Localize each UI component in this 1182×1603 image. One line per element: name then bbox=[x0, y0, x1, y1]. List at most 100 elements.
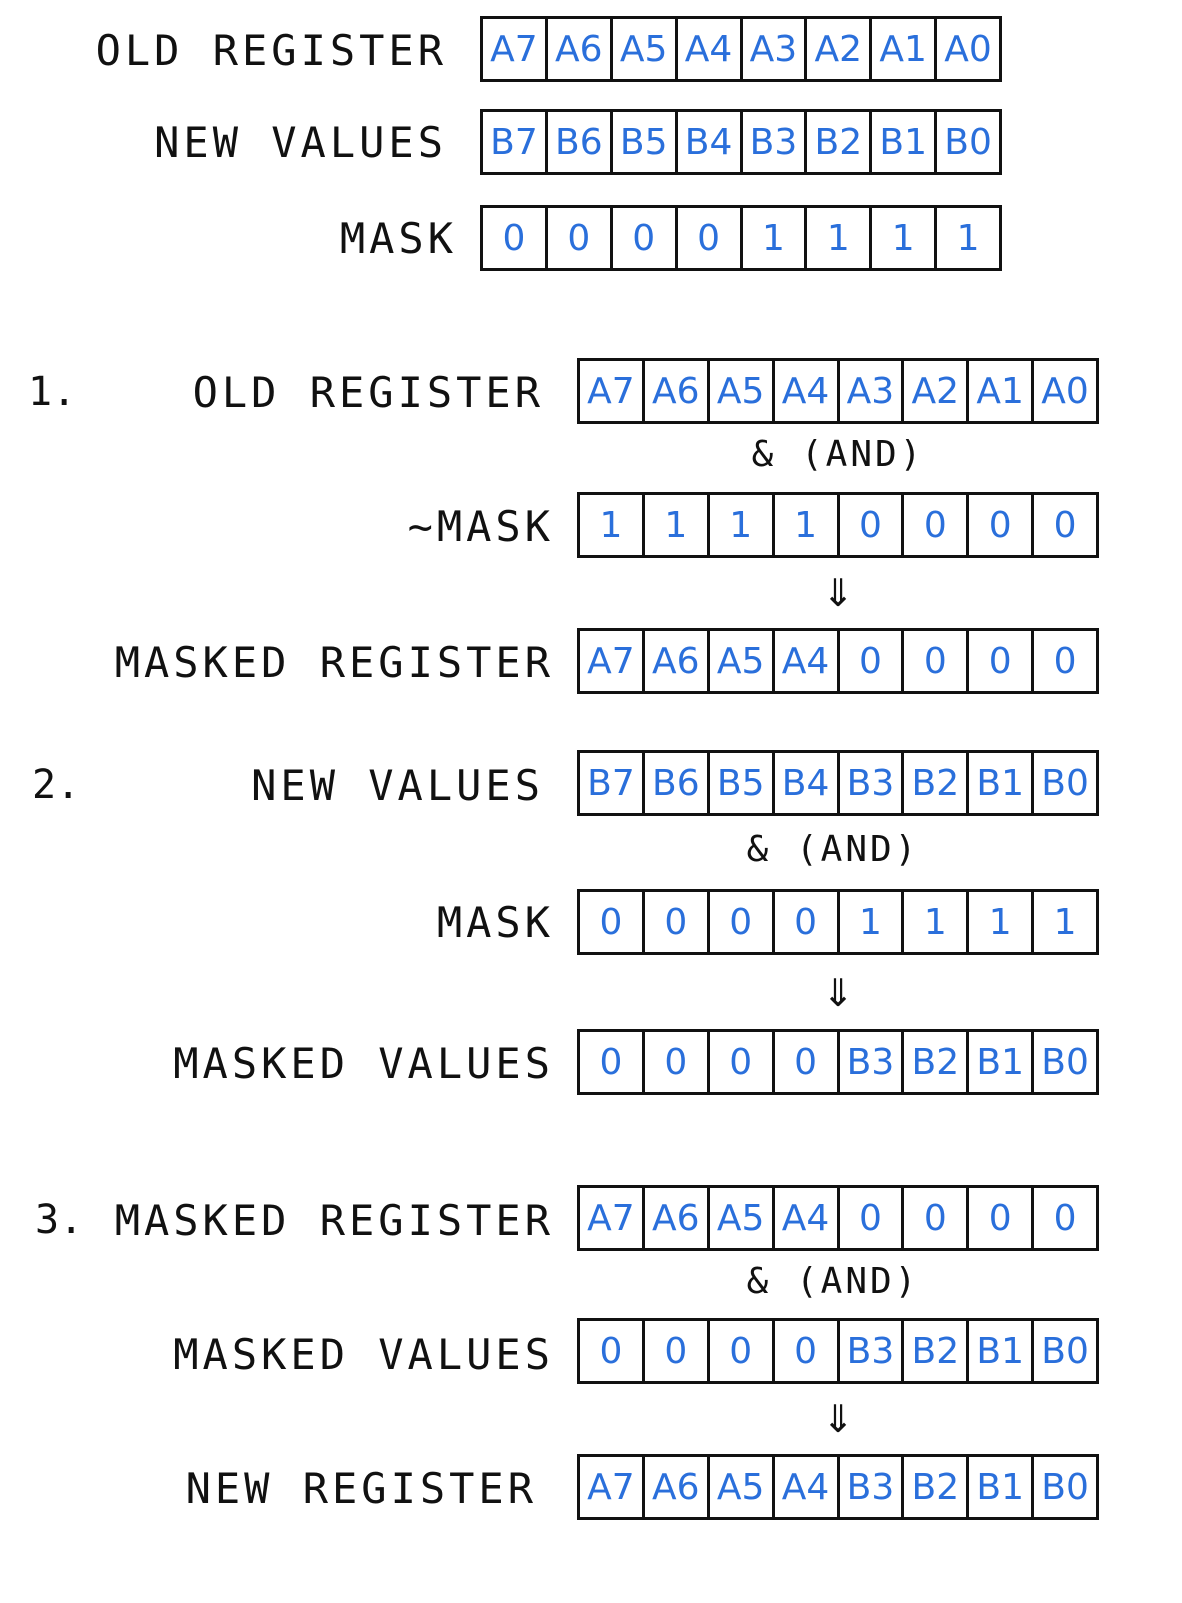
register-cell: 0 bbox=[580, 1321, 645, 1381]
register-cell: A7 bbox=[580, 1188, 645, 1248]
register-cell: B4 bbox=[775, 753, 840, 813]
label-mask: MASK bbox=[339, 214, 457, 263]
register-cell: 0 bbox=[645, 1032, 710, 1092]
register-cell: A2 bbox=[807, 19, 873, 79]
register-cell: 0 bbox=[710, 1032, 775, 1092]
register-cell: 0 bbox=[645, 892, 710, 952]
register-cell: 0 bbox=[969, 1188, 1035, 1248]
register-cell: B1 bbox=[969, 753, 1035, 813]
register-cell: A2 bbox=[904, 361, 970, 421]
register-cell: 0 bbox=[775, 1032, 840, 1092]
register-cell: A4 bbox=[775, 361, 840, 421]
register-cell: 0 bbox=[840, 631, 905, 691]
register-cell: B3 bbox=[840, 1321, 905, 1381]
register-cell: B7 bbox=[483, 112, 548, 172]
register-cell: 1 bbox=[580, 495, 645, 555]
step-2-result-arrow: ⇓ bbox=[822, 971, 854, 1015]
register-cell: 0 bbox=[483, 208, 548, 268]
step-2-label-new-values: NEW VALUES bbox=[251, 761, 544, 810]
step-3-result-arrow: ⇓ bbox=[822, 1397, 854, 1441]
register-cell: 0 bbox=[548, 208, 613, 268]
register-cell: B2 bbox=[904, 753, 970, 813]
register-cell: A7 bbox=[483, 19, 548, 79]
register-cell: 0 bbox=[1053, 1197, 1077, 1239]
register-cell: B6 bbox=[645, 753, 710, 813]
register-cell: A5 bbox=[710, 631, 775, 691]
register-cell: A1 bbox=[969, 361, 1035, 421]
register-cell: B6 bbox=[548, 112, 613, 172]
register-cell: A6 bbox=[645, 1188, 710, 1248]
register-cell: A4 bbox=[678, 19, 743, 79]
register-cell: B0 bbox=[1041, 1330, 1089, 1372]
register-cell: 1 bbox=[904, 892, 970, 952]
register-cell: B1 bbox=[969, 1321, 1035, 1381]
register-cell: 0 bbox=[678, 208, 743, 268]
step-3-label-masked-values: MASKED VALUES bbox=[173, 1330, 554, 1379]
register-cell: 1 bbox=[969, 892, 1035, 952]
register-cell: B1 bbox=[969, 1032, 1035, 1092]
register-cell: A7 bbox=[580, 631, 645, 691]
register-cell: A0 bbox=[944, 28, 992, 70]
register-cell: 0 bbox=[580, 892, 645, 952]
register-cell: B1 bbox=[969, 1457, 1035, 1517]
register-cell: 0 bbox=[1053, 640, 1077, 682]
register-cell: 1 bbox=[840, 892, 905, 952]
register-cell: 1 bbox=[872, 208, 938, 268]
register-cell: 0 bbox=[840, 1188, 905, 1248]
register-cell: 1 bbox=[775, 495, 840, 555]
register-cell: 1 bbox=[807, 208, 873, 268]
register-cell: A6 bbox=[645, 361, 710, 421]
register-cell: B4 bbox=[678, 112, 743, 172]
register-cell: 0 bbox=[613, 208, 678, 268]
register-cell: 0 bbox=[1053, 504, 1077, 546]
label-old-register: OLD REGISTER bbox=[95, 26, 447, 75]
register-cell: B5 bbox=[710, 753, 775, 813]
register-cell: B2 bbox=[904, 1032, 970, 1092]
register-cell: 0 bbox=[904, 1188, 970, 1248]
register-cell: A1 bbox=[872, 19, 938, 79]
step-3-number: 3. bbox=[35, 1197, 84, 1243]
register-cell: 1 bbox=[645, 495, 710, 555]
register-cell: 1 bbox=[956, 217, 980, 259]
register-cell: B5 bbox=[613, 112, 678, 172]
register-cell: 1 bbox=[710, 495, 775, 555]
register-cell: A6 bbox=[645, 1457, 710, 1517]
register-cell: A0 bbox=[1041, 370, 1089, 412]
register-cell: B7 bbox=[580, 753, 645, 813]
register-cell: B3 bbox=[840, 753, 905, 813]
step-1-label-not-mask: ~MASK bbox=[407, 502, 554, 551]
register-cell: A5 bbox=[613, 19, 678, 79]
register-cell: 0 bbox=[904, 631, 970, 691]
register-cell: 0 bbox=[710, 892, 775, 952]
register-cell: A4 bbox=[775, 1457, 840, 1517]
step-1-result-arrow: ⇓ bbox=[822, 571, 854, 615]
step-3-and-operator: & (AND) bbox=[746, 1261, 920, 1302]
register-cell: 0 bbox=[580, 1032, 645, 1092]
register-cell: A7 bbox=[580, 361, 645, 421]
register-cell: A5 bbox=[710, 1188, 775, 1248]
register-cell: A5 bbox=[710, 361, 775, 421]
register-cell: 1 bbox=[743, 208, 808, 268]
step-1-number: 1. bbox=[28, 369, 77, 415]
register-cell: B1 bbox=[872, 112, 938, 172]
register-cell: A3 bbox=[840, 361, 905, 421]
register-cell: 0 bbox=[969, 631, 1035, 691]
register-cell: B0 bbox=[1041, 1466, 1089, 1508]
register-cell: 0 bbox=[969, 495, 1035, 555]
register-cell: A6 bbox=[645, 631, 710, 691]
register-cell: 0 bbox=[645, 1321, 710, 1381]
register-cell: 0 bbox=[904, 495, 970, 555]
register-cell: B3 bbox=[743, 112, 808, 172]
step-2-number: 2. bbox=[32, 762, 81, 808]
label-new-values: NEW VALUES bbox=[154, 118, 447, 167]
register-cell: A7 bbox=[580, 1457, 645, 1517]
register-cell: B0 bbox=[1041, 1041, 1089, 1083]
